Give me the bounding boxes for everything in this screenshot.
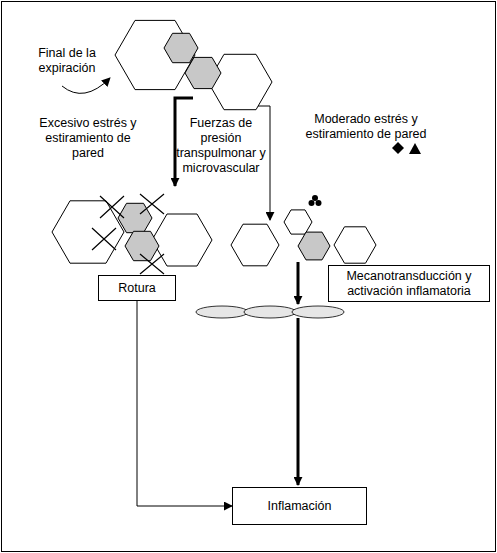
annotation-text: Moderado estrés y estiramiento de pared <box>282 112 450 142</box>
alveolus-hexagon <box>52 201 124 263</box>
club-symbol <box>309 195 322 206</box>
annotation-text: Fuerzas de presión transpulmonar y micro… <box>174 116 268 176</box>
alveolus-hexagon-gray <box>164 33 198 62</box>
pointer-arrow <box>62 78 110 93</box>
box-label: Inflamación <box>268 499 332 513</box>
rupture-cross <box>100 196 124 218</box>
box-label: Rotura <box>118 281 156 295</box>
annotation-text: Final de la expiración <box>28 46 106 76</box>
rupture-marks <box>92 194 164 274</box>
thick-arrow <box>297 318 300 485</box>
annotation-text: Excesivo estrés y estiramiento de pared <box>32 116 144 161</box>
triangle-symbol <box>409 143 421 154</box>
process-box: Mecanotransducción y activación inflamat… <box>328 265 490 302</box>
club-lobe <box>316 200 322 206</box>
alveolus-hexagon <box>208 54 272 109</box>
connector-line <box>137 301 232 506</box>
alveolus-hexagon-gray <box>185 57 221 88</box>
alveolus-hexagon <box>284 210 312 234</box>
thin-arrow <box>258 106 270 220</box>
rupture-cross <box>140 254 164 274</box>
cell-ellipse <box>244 306 296 318</box>
process-box: Inflamación <box>232 487 367 525</box>
cell-ellipse <box>196 306 248 318</box>
cell-ellipse <box>292 306 344 318</box>
diamond-symbol <box>392 142 404 154</box>
rupture-cross <box>140 194 164 214</box>
process-box: Rotura <box>98 275 176 301</box>
club-lobe <box>312 195 318 201</box>
club-lobe <box>309 200 315 206</box>
alveolus-hexagon <box>334 227 376 263</box>
alveolus-hexagon <box>231 224 279 266</box>
alveolus-hexagon <box>152 214 212 266</box>
rupture-cross <box>92 228 116 250</box>
thick-arrow <box>297 262 300 304</box>
alveolus-hexagon-gray <box>298 232 330 260</box>
box-label: Mecanotransducción y activación inflamat… <box>329 269 489 298</box>
